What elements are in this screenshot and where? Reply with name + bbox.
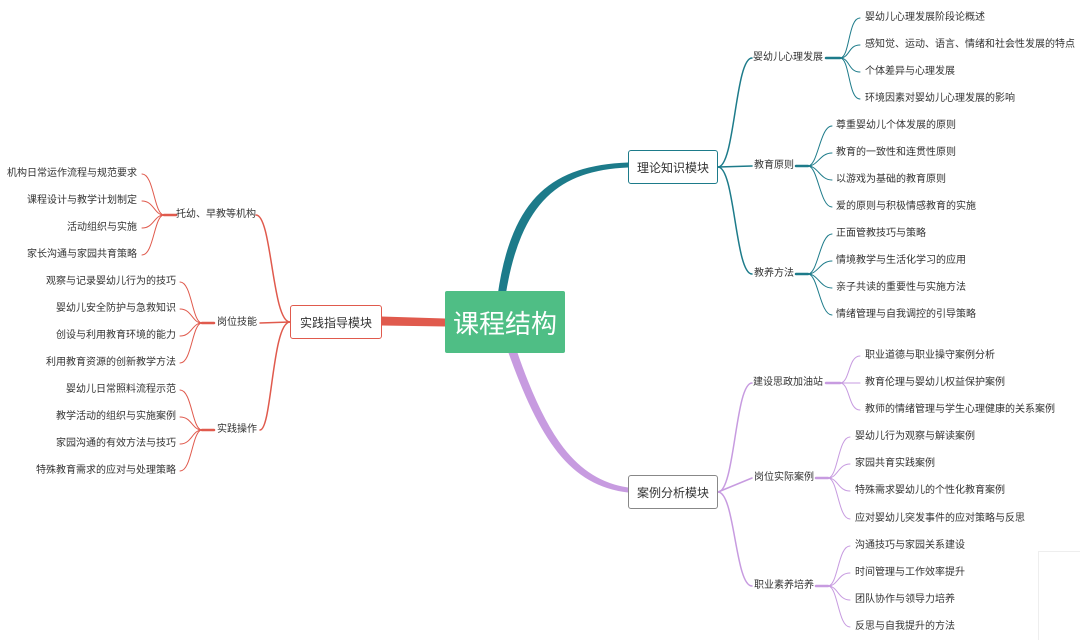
practice-leaf[interactable]: 活动组织与实施 xyxy=(67,222,137,233)
theory-leaf-connector xyxy=(807,165,833,208)
cases-leaf-connector xyxy=(827,463,851,479)
theory-branch xyxy=(717,57,753,168)
theory-leaf-connector xyxy=(839,44,861,59)
practice-group-label[interactable]: 托幼、早教等机构 xyxy=(176,209,256,220)
practice-leaf[interactable]: 婴幼儿日常照料流程示范 xyxy=(66,384,176,395)
practice-leaf[interactable]: 创设与利用教育环境的能力 xyxy=(56,330,176,341)
practice-leaf-connector xyxy=(141,173,165,216)
theory-leaf[interactable]: 情绪管理与自我调控的引导策略 xyxy=(836,309,976,320)
practice-leaf[interactable]: 婴幼儿安全防护与急救知识 xyxy=(56,303,176,314)
theory-branch xyxy=(717,165,753,168)
theory-leaf-connector xyxy=(807,152,833,167)
cases-leaf-connector xyxy=(839,355,861,384)
practice-branch xyxy=(255,214,291,323)
cases-leaf-connector xyxy=(827,436,851,479)
theory-leaf[interactable]: 以游戏为基础的教育原则 xyxy=(836,174,946,185)
practice-branch xyxy=(259,321,291,324)
cases-leaf[interactable]: 婴幼儿行为观察与解读案例 xyxy=(855,431,975,442)
root-node[interactable]: 课程结构 xyxy=(445,291,565,353)
practice-leaf[interactable]: 特殊教育需求的应对与处理策略 xyxy=(36,465,176,476)
theory-leaf[interactable]: 环境因素对婴幼儿心理发展的影响 xyxy=(865,93,1015,104)
theory-leaf-connector xyxy=(807,233,833,275)
cases-leaf[interactable]: 沟通技巧与家园关系建设 xyxy=(855,540,965,551)
cases-group-label[interactable]: 建设思政加油站 xyxy=(753,377,823,388)
theory-leaf[interactable]: 亲子共读的重要性与实施方法 xyxy=(836,282,966,293)
theory-branch xyxy=(717,166,753,275)
cases-leaf-connector xyxy=(827,585,851,628)
practice-module-node[interactable]: 实践指导模块 xyxy=(290,305,382,339)
practice-leaf-connector xyxy=(179,416,203,431)
practice-leaf-connector xyxy=(179,322,203,364)
cases-leaf[interactable]: 团队协作与领导力培养 xyxy=(855,594,955,605)
practice-leaf[interactable]: 家长沟通与家园共育策略 xyxy=(27,249,137,260)
theory-leaf-connector xyxy=(839,17,861,59)
cases-branch xyxy=(717,477,753,493)
cases-leaf-connector xyxy=(827,572,851,587)
root-practice-connector xyxy=(381,316,446,327)
theory-leaf[interactable]: 个体差异与心理发展 xyxy=(865,66,955,77)
cases-leaf[interactable]: 家园共育实践案例 xyxy=(855,458,935,469)
root-theory-connector xyxy=(497,162,629,297)
theory-leaf-connector xyxy=(807,125,833,167)
theory-leaf[interactable]: 感知觉、运动、语言、情绪和社会性发展的特点 xyxy=(865,39,1075,50)
theory-leaf-connector xyxy=(839,57,861,100)
practice-leaf-connector xyxy=(179,389,203,431)
cases-branch xyxy=(717,491,753,587)
cases-leaf-connector xyxy=(827,545,851,587)
theory-group-label[interactable]: 婴幼儿心理发展 xyxy=(753,52,823,63)
theory-leaf[interactable]: 尊重婴幼儿个体发展的原则 xyxy=(836,120,956,131)
practice-branch xyxy=(259,321,291,431)
cases-branch xyxy=(717,382,753,493)
practice-leaf[interactable]: 课程设计与教学计划制定 xyxy=(27,195,137,206)
theory-leaf[interactable]: 正面管教技巧与策略 xyxy=(836,228,926,239)
root-cases-connector xyxy=(507,349,629,493)
practice-leaf-connector xyxy=(141,214,165,256)
cases-group-label[interactable]: 岗位实际案例 xyxy=(754,472,814,483)
cases-leaf[interactable]: 特殊需求婴幼儿的个性化教育案例 xyxy=(855,485,1005,496)
practice-group-label[interactable]: 实践操作 xyxy=(217,424,257,435)
practice-leaf[interactable]: 机构日常运作流程与规范要求 xyxy=(7,168,137,179)
practice-leaf-connector xyxy=(179,429,203,472)
theory-group-label[interactable]: 教育原则 xyxy=(754,160,794,171)
cases-leaf[interactable]: 教师的情绪管理与学生心理健康的关系案例 xyxy=(865,404,1055,415)
cases-leaf[interactable]: 职业道德与职业操守案例分析 xyxy=(865,350,995,361)
theory-leaf-connector xyxy=(807,273,833,316)
practice-leaf[interactable]: 利用教育资源的创新教学方法 xyxy=(46,357,176,368)
corner-panel xyxy=(1038,551,1080,640)
practice-leaf-connector xyxy=(141,200,165,216)
practice-group-label[interactable]: 岗位技能 xyxy=(217,317,257,328)
theory-leaf[interactable]: 情境教学与生活化学习的应用 xyxy=(836,255,966,266)
theory-leaf[interactable]: 教育的一致性和连贯性原则 xyxy=(836,147,956,158)
theory-leaf[interactable]: 婴幼儿心理发展阶段论概述 xyxy=(865,12,985,23)
cases-leaf-connector xyxy=(827,477,851,520)
theory-leaf[interactable]: 爱的原则与积极情感教育的实施 xyxy=(836,201,976,212)
cases-leaf-connector xyxy=(839,382,861,411)
cases-leaf[interactable]: 反思与自我提升的方法 xyxy=(855,621,955,632)
theory-module-node[interactable]: 理论知识模块 xyxy=(628,150,718,184)
practice-leaf-connector xyxy=(179,281,203,324)
cases-leaf[interactable]: 时间管理与工作效率提升 xyxy=(855,567,965,578)
theory-leaf-connector xyxy=(807,260,833,275)
practice-leaf-connector xyxy=(179,308,203,324)
cases-leaf[interactable]: 教育伦理与婴幼儿权益保护案例 xyxy=(865,377,1005,388)
cases-group-label[interactable]: 职业素养培养 xyxy=(754,580,814,591)
practice-leaf[interactable]: 观察与记录婴幼儿行为的技巧 xyxy=(46,276,176,287)
cases-module-node[interactable]: 案例分析模块 xyxy=(628,475,718,509)
practice-leaf[interactable]: 家园沟通的有效方法与技巧 xyxy=(56,438,176,449)
theory-group-label[interactable]: 教养方法 xyxy=(754,268,794,279)
cases-leaf[interactable]: 应对婴幼儿突发事件的应对策略与反思 xyxy=(855,513,1025,524)
practice-leaf[interactable]: 教学活动的组织与实施案例 xyxy=(56,411,176,422)
